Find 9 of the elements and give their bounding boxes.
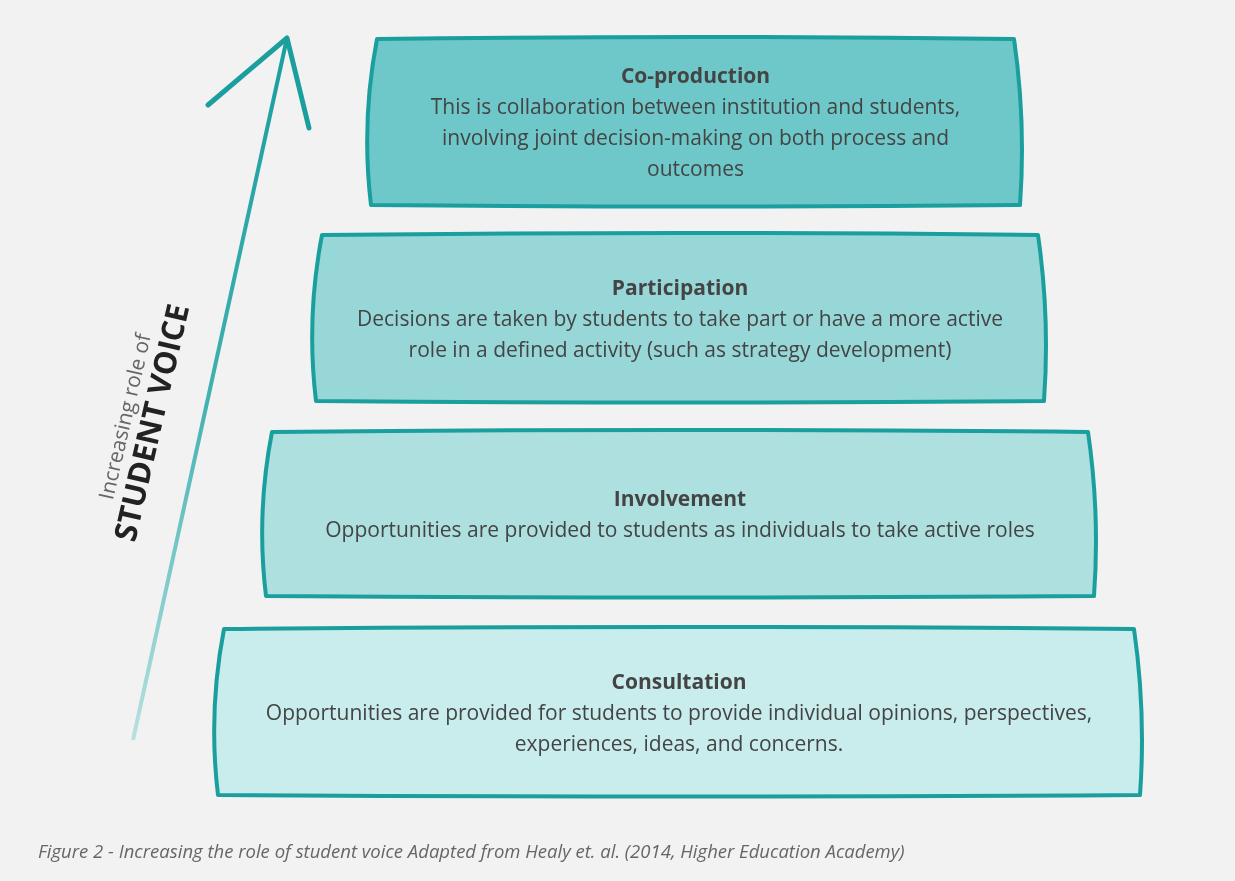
level-description: Opportunities are provided to students as individuals to take active roles [325,514,1035,545]
level-description: This is collaboration between institution and students, involving joint decision-making on both process and outcomes [429,91,962,184]
level-description: Opportunities are provided for students to provide individual opinions, perspectives, experiences, ideas, and concerns. [264,696,1094,759]
level-description: Decisions are taken by students to take part or have a more active role in a defined activity (such as strategy development) [356,302,1004,365]
level-title: Co-production [620,60,771,91]
figure-caption: Figure 2 - Increasing the role of student voice Adapted from Healy et. al. (2014, Higher Education Academy) [38,838,905,863]
level-title: Participation [611,271,749,303]
level-title: Consultation [611,665,747,697]
level-title: Involvement [613,483,747,514]
